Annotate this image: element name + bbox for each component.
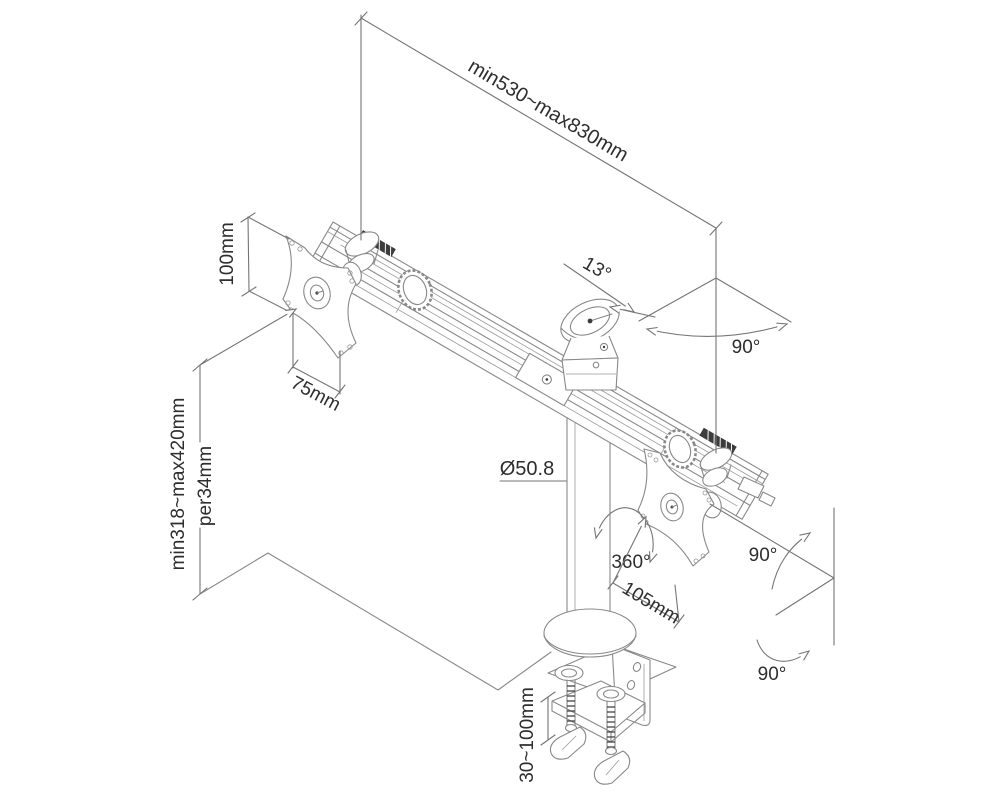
pole-base-plate [543,608,637,658]
label-swivel-angle: 90° [732,337,761,358]
dim-vesa-height: 100mm [217,212,290,312]
rail-slider-block [515,352,579,407]
left-vesa-plate [282,235,357,359]
label-arm-span: min530~max830mm [464,55,632,166]
anno-rotate-down: 90° [756,639,811,685]
anno-rotate-up: 90° [709,503,835,646]
adjustment-knob-right [663,429,697,469]
dim-height-range: min318~max420mm per34mm [168,308,298,601]
label-tilt-angle: 13° [579,253,614,286]
desk-surface [199,552,552,691]
wing-handle-left [549,726,587,760]
label-height-range: min318~max420mm [168,398,189,571]
clamp-screw-left [549,664,587,760]
label-height-step: per34mm [195,446,216,526]
anno-pole-diameter: Ø50.8 [499,458,567,482]
dim-clamp-range: 30~100mm [517,687,556,783]
pole-mount-block [561,335,619,391]
rail-end-bracket [737,476,765,499]
right-vesa-plate [637,448,715,567]
clamp-screw-right [593,685,631,785]
label-rotate-down: 90° [758,664,787,685]
adjustment-knob-left [397,269,433,311]
label-vesa-height: 100mm [217,222,238,285]
label-rotation: 360° [611,552,650,573]
label-clamp-range: 30~100mm [517,687,538,783]
label-rotate-up: 90° [749,545,778,566]
anno-swivel-fan: 90° [638,277,792,358]
label-pole-diameter: Ø50.8 [500,458,554,480]
